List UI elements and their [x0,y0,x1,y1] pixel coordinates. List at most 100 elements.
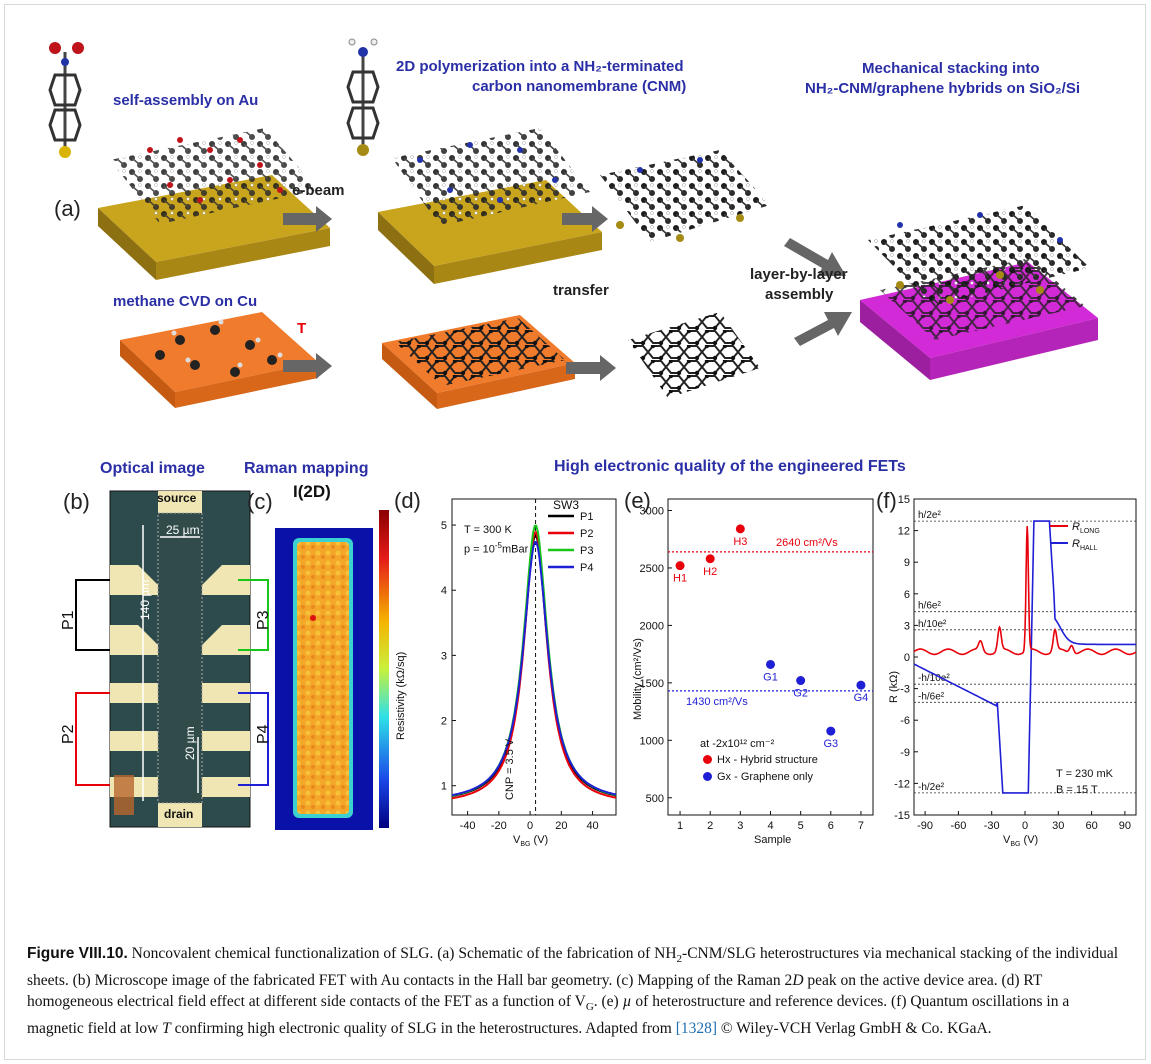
e-point [675,561,685,571]
f-ytick-label: 12 [898,526,910,538]
polymerization-title-line1: 2D polymerization into a NH₂-terminated [396,58,684,75]
panel-b-optical-image [75,490,269,828]
caption-text-8: of heterostructure and reference devices… [27,993,1070,1038]
hybrid-on-sio2-substrate [860,205,1098,380]
caption-text-5: G [585,1001,594,1014]
cu-substrate-1 [120,312,318,408]
e-reference-label: 2640 cm²/Vs [776,537,838,549]
probe-p2-label: P2 [60,724,77,744]
f-plateau-label: -h/10e² [918,673,950,684]
f-ytick-label: -9 [900,747,910,759]
e-ytick-label: 3000 [640,505,664,517]
f-ytick-label: -3 [900,684,910,696]
e-legend-hybrid: Hx - Hybrid structure [703,754,818,766]
au-substrate-1 [98,128,330,280]
width-label: 25 µm [166,523,200,537]
temperature-label: T [297,320,307,337]
e-ytick-label: 1000 [640,735,664,747]
f-xtick-label: 30 [1052,820,1064,832]
e-ytick-label: 500 [646,793,664,805]
f-xtick-label: -90 [917,820,933,832]
source-label: source [157,491,197,505]
d-xtick-label: -20 [491,820,507,832]
e-point [796,676,806,686]
e-annotation: at -2x10¹² cm⁻² [700,738,775,750]
d-series-P4 [451,541,617,797]
caption-text-1: Noncovalent chemical functionalization o… [127,945,677,962]
d-legend-label: P4 [580,562,593,574]
f-legend-rlong: RLONG [1050,521,1100,535]
d-cnp-label: CNP = 3.5 V [504,738,516,800]
e-xlabel: Sample [754,834,792,846]
f-series-rlong [913,526,1137,656]
e-xtick-label: 3 [737,820,743,832]
d-plot-frame [451,498,617,816]
d-legend-label: P2 [580,528,593,540]
d-series-P2 [451,531,617,800]
methane-cvd-title: methane CVD on Cu [113,293,258,310]
caption-text-7: µ [622,993,632,1011]
stacking-title-line1: Mechanical stacking into [862,60,1040,77]
polymerization-title-line2: carbon nanomembrane (CNM) [472,78,687,95]
f-ytick-label: 9 [904,557,910,569]
f-field: B = 15 T [1056,784,1098,796]
f-xtick-label: 60 [1085,820,1097,832]
e-point [705,554,715,564]
panel-d-label: (d) [394,488,421,513]
figure-frame [4,4,1146,1060]
panel-c-title: I(2D) [293,482,331,501]
d-series-P1 [451,534,617,797]
e-point-label: G4 [854,692,869,704]
f-plateau-label: -h/6e² [918,691,945,702]
d-ytick-label: 1 [441,781,447,793]
f-plateau-label: h/6e² [918,601,941,612]
e-ylabel: Mobility (cm²/Vs) [632,638,644,720]
process-arrows [283,206,852,381]
d-xtick-label: 20 [555,820,567,832]
d-xtick-label: -40 [460,820,476,832]
e-ytick-label: 1500 [640,678,664,690]
f-ytick-label: 3 [904,620,910,632]
self-assembly-title: self-assembly on Au [113,92,259,109]
e-point-label: H1 [673,573,687,585]
f-ylabel: R (kΩ) [888,670,900,703]
nitro-biphenyl-molecule-icon [48,42,84,158]
caption-text-9: T [162,1020,171,1038]
caption-label: Figure VIII.10. [27,945,128,962]
f-temperature: T = 230 mK [1056,768,1113,780]
caption-text-6: . (e) [593,993,623,1011]
f-ytick-label: -12 [894,778,910,790]
f-plateau-label: h/2e² [918,510,941,521]
e-xtick-label: 6 [828,820,834,832]
d-temperature: T = 300 K [464,524,512,536]
e-legend-graphene: Gx - Graphene only [703,771,813,783]
transfer-label: transfer [553,282,609,299]
quality-title: High electronic quality of the engineere… [554,458,906,475]
f-plateau-label: -h/2e² [918,782,945,793]
panel-f-label: (f) [876,488,897,513]
reference-link[interactable]: [1328] [675,1020,718,1038]
e-point-label: H3 [733,536,747,548]
caption-text-3: D [792,972,804,990]
d-ytick-label: 5 [441,520,447,532]
panel-b-label: (b) [63,489,90,514]
probe-p1-label: P1 [60,610,77,630]
d-ytick-label: 3 [441,650,447,662]
e-reference-label: 1430 cm²/Vs [686,696,748,708]
d-ytick-label: 2 [441,716,447,728]
d-legend-title: SW3 [553,498,580,512]
probe-p3-label: P3 [255,610,272,630]
free-cnm-membrane [600,150,770,242]
f-xtick-label: 0 [1022,820,1028,832]
f-ytick-label: 0 [904,652,910,664]
e-point [766,659,775,669]
e-point [826,726,836,736]
f-xtick-label: -30 [984,820,1000,832]
layer-label-line1: layer-by-layer [750,266,848,283]
caption-text-11: © Wiley-VCH Verlag GmbH & Co. KGaA. [717,1020,992,1038]
panel-a-label: (a) [54,196,81,221]
d-ytick-label: 4 [441,585,447,597]
